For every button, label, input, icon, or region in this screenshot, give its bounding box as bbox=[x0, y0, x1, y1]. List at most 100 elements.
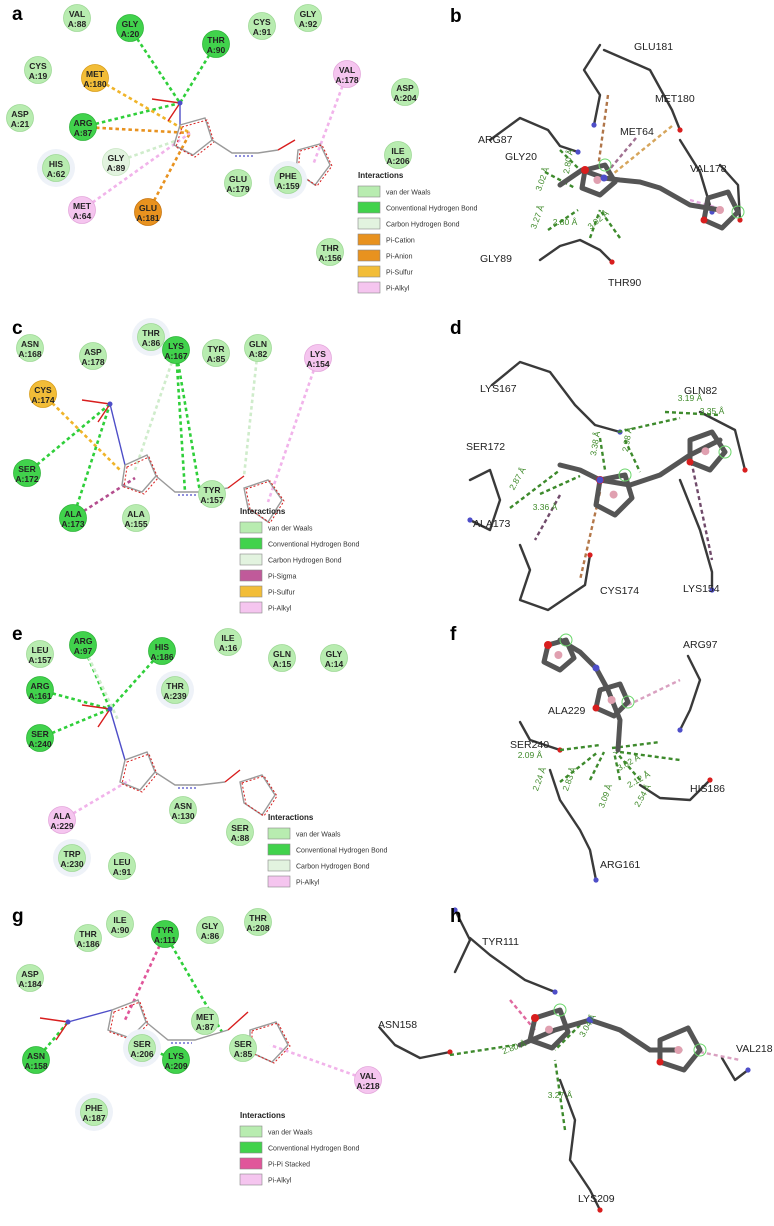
interaction-dash-7 bbox=[533, 494, 562, 541]
atom bbox=[745, 1067, 751, 1073]
nitro-o2-bond bbox=[55, 1021, 69, 1041]
atom bbox=[707, 777, 713, 783]
legend-label: van der Waals bbox=[386, 190, 431, 197]
ligand-layer bbox=[39, 98, 333, 1064]
residue-name: ASP bbox=[84, 347, 102, 357]
residue-name: CYS bbox=[253, 17, 271, 27]
residue-disc bbox=[81, 64, 109, 92]
residue-label-3d: ARG87 bbox=[478, 134, 513, 146]
distance-label: 2.24 Å bbox=[530, 765, 548, 792]
residue-label-3d: VAL178 bbox=[690, 163, 727, 175]
residue-disc bbox=[320, 644, 348, 672]
residue-name: SER bbox=[234, 1039, 251, 1049]
legend-swatch-cation bbox=[357, 233, 381, 246]
interaction-line-1-2 bbox=[174, 349, 187, 493]
contact-marker bbox=[559, 633, 573, 647]
residue-chain: A:91 bbox=[253, 27, 272, 37]
residue-label-3d: LYS154 bbox=[683, 583, 720, 595]
residue-chain: A:86 bbox=[201, 931, 220, 941]
distance-label: 2.80 Å bbox=[501, 1038, 528, 1056]
ligand-nitrofuran-ring bbox=[579, 162, 618, 198]
residue-name: VAL bbox=[69, 9, 85, 19]
residue-chain: A:157 bbox=[200, 495, 223, 505]
ligand-stick bbox=[557, 637, 623, 753]
residue-disc bbox=[161, 676, 189, 704]
residue-disc bbox=[274, 166, 302, 194]
residue-stick-2 bbox=[488, 116, 580, 154]
distance-label: 3.27 Å bbox=[528, 203, 546, 230]
residue-label-3d: MET180 bbox=[655, 93, 695, 105]
nitro-o1-bond bbox=[81, 399, 111, 405]
residue-stick-5 bbox=[718, 163, 742, 222]
residue-chain: A:174 bbox=[31, 395, 54, 405]
residue-disc bbox=[333, 60, 361, 88]
residue-disc bbox=[108, 852, 136, 880]
legend-label: Carbon Hydrogen Bond bbox=[386, 222, 460, 229]
distance-label: 2.87 Å bbox=[507, 465, 528, 492]
interaction-line-1-6 bbox=[72, 476, 136, 520]
residue-name: GLU bbox=[229, 174, 247, 184]
residue-name: LYS bbox=[168, 341, 184, 351]
residue-name: PHE bbox=[85, 1103, 103, 1113]
legend-swatch-hbond bbox=[239, 1141, 263, 1154]
ligand-nitrofuran-ring bbox=[593, 472, 635, 518]
residue-disc bbox=[268, 644, 296, 672]
nitro-n-atom bbox=[65, 1019, 71, 1025]
residue-chain: A:180 bbox=[83, 79, 106, 89]
legend-swatch-hbond bbox=[267, 843, 291, 856]
interaction-line-0-1 bbox=[178, 43, 218, 104]
hydrazone-linker bbox=[154, 771, 226, 786]
legend-label: van der Waals bbox=[268, 526, 313, 533]
distance-label: 3.02 Å bbox=[615, 752, 642, 773]
residue-name: GLU bbox=[139, 203, 157, 213]
ring-centroid bbox=[609, 490, 618, 499]
nitrofuran-aromatic bbox=[121, 753, 158, 793]
residue-chain: A:178 bbox=[335, 75, 358, 85]
legend-label: Pi-Cation bbox=[386, 238, 415, 245]
residue-name: SER bbox=[231, 823, 248, 833]
residue-chain: A:62 bbox=[47, 169, 66, 179]
residue-name: ASP bbox=[396, 83, 414, 93]
residue-stick-3 bbox=[518, 543, 592, 612]
residue-name: ASN bbox=[27, 1051, 45, 1061]
nitro-n-atom bbox=[177, 100, 183, 106]
furan-aromatic bbox=[241, 775, 278, 817]
interaction-line-0-6 bbox=[81, 131, 191, 212]
residue-stick-0 bbox=[678, 654, 702, 732]
residue-chain: A:88 bbox=[231, 833, 250, 843]
residue-name: HIS bbox=[49, 159, 64, 169]
furan-ring bbox=[249, 1021, 289, 1063]
ring-centroid bbox=[545, 1025, 553, 1034]
residue-chain: A:187 bbox=[82, 1113, 105, 1123]
atom bbox=[587, 552, 593, 558]
atom bbox=[656, 1058, 664, 1066]
interaction-line-0-0 bbox=[128, 27, 182, 104]
legend-label: Pi-Alkyl bbox=[296, 880, 320, 887]
residue-label-3d: SER240 bbox=[510, 739, 549, 751]
legend-swatch-pipi bbox=[239, 1157, 263, 1170]
nitrofuran-aromatic bbox=[123, 456, 159, 495]
contact-marker bbox=[731, 205, 745, 219]
residue-name: ASP bbox=[11, 109, 29, 119]
residue-disc bbox=[48, 806, 76, 834]
residue-chain: A:186 bbox=[76, 939, 99, 949]
legend-label: Pi-Sigma bbox=[268, 574, 297, 581]
residue-disc bbox=[248, 12, 276, 40]
residue-name: CYS bbox=[29, 61, 47, 71]
residue-chain: A:209 bbox=[164, 1061, 187, 1071]
residue-chain: A:20 bbox=[121, 29, 140, 39]
nitro-bond bbox=[109, 403, 126, 466]
ring-centroid bbox=[701, 447, 710, 456]
residue-name: SER bbox=[31, 729, 48, 739]
residue-name: ASN bbox=[21, 339, 39, 349]
